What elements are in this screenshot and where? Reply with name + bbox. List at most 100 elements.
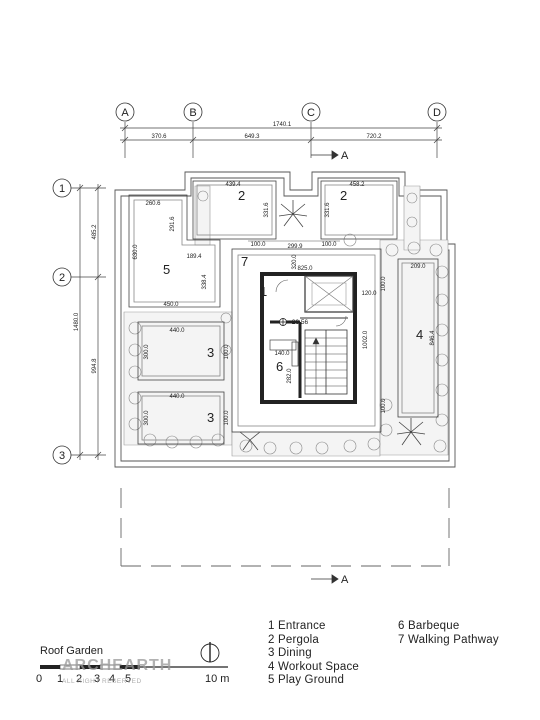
dim-play-a: 291.6 [170, 216, 176, 232]
palm-tree-left [239, 431, 261, 451]
legend-item-barbeque: 6 Barbeque [398, 620, 460, 632]
section-label-top: A [341, 150, 349, 162]
column-bubble-a [115, 102, 135, 122]
dim-play-b: 189.4 [186, 254, 202, 260]
room-label-entrance: 1 [260, 284, 267, 299]
room-label-pergola-left: 2 [238, 188, 245, 203]
section-mark-top [311, 150, 339, 160]
column-bubble-c [301, 102, 321, 122]
section-label-bottom: A [341, 574, 349, 586]
row-bubble-2 [52, 267, 72, 287]
column-bubble-d [427, 102, 447, 122]
watermark-logo: ARCHEARTH [62, 657, 173, 674]
dim-play-h: 630.0 [133, 244, 139, 260]
north-arrow-icon [200, 642, 220, 663]
column-grid [120, 122, 442, 158]
dim-left-total: 1480.0 [74, 312, 80, 331]
palm-tree-bottom [396, 418, 426, 446]
dim-workout-w: 209.0 [410, 264, 426, 270]
dim-dining-h1: 300.0 [144, 344, 150, 360]
dashed-boundary [120, 488, 450, 567]
dim-gap-left: 100.0 [250, 242, 266, 248]
row-label-2: 2 [59, 272, 65, 284]
legend-item-entrance: 1 Entrance [268, 620, 326, 632]
play-ground-frame [128, 194, 221, 308]
column-bubbles: A B C D [115, 102, 447, 122]
legend-item-workout: 4 Workout Space [268, 660, 360, 673]
scale-tick-4: 4 [109, 673, 116, 685]
dim-dining-h2: 300.0 [144, 410, 150, 426]
scale-bar [40, 664, 228, 670]
pergola-frames [192, 180, 398, 240]
dim-left-seg-2: 994.8 [92, 358, 98, 374]
dim-play-w: 450.0 [163, 302, 179, 308]
column-bubble-b [183, 102, 203, 122]
barbeque-unit [269, 339, 299, 367]
scale-tick-2: 2 [76, 673, 83, 685]
column-label-b: B [189, 107, 196, 119]
legend-column-2: 6 Barbeque 7 Walking Pathway [398, 620, 499, 647]
room-label-dining-2: 3 [207, 410, 214, 425]
legend-item-pergola: 2 Pergola [268, 633, 320, 646]
room-label-pergola-right: 2 [340, 188, 347, 203]
dim-pergola-left-h: 331.6 [264, 202, 270, 218]
legend-item-play-ground: 5 Play Ground [268, 674, 345, 687]
dim-play-top: 260.6 [145, 201, 161, 207]
palm-tree-top [278, 200, 308, 228]
dim-dining-side2: 100.0 [224, 410, 230, 426]
dim-dining-side1: 100.0 [224, 344, 230, 360]
column-label-c: C [307, 107, 315, 119]
dim-bbq-h: 282.0 [287, 368, 293, 384]
room-label-workout: 4 [416, 327, 423, 342]
room-label-walking-pathway: 7 [241, 254, 248, 269]
dim-core-h: 320.0 [292, 254, 298, 270]
scale-tick-1: 1 [57, 673, 64, 685]
dim-workout-side: 100.0 [381, 276, 387, 292]
dim-core-inner: 120.0 [361, 291, 377, 297]
scale-tick-5: 5 [125, 673, 132, 685]
room-label-play-ground: 5 [163, 262, 170, 277]
dim-top-seg-2: 649.3 [244, 134, 260, 140]
walking-pathway [231, 248, 382, 433]
planting-beds [123, 185, 449, 457]
dim-workout-h: 846.4 [430, 330, 436, 346]
section-mark-bottom [311, 574, 339, 584]
elevation-marker [279, 318, 287, 326]
dim-left-seg-1: 485.2 [92, 224, 98, 240]
scale-end-label: 10 m [205, 673, 230, 685]
dining-frames [137, 321, 225, 445]
scale-tick-3: 3 [94, 673, 101, 685]
dim-play-c: 338.4 [202, 274, 208, 290]
watermark-rights: ALL RIGHT RESERVED [62, 678, 142, 685]
row-bubbles: 1 2 3 [52, 178, 72, 465]
dim-gap-mid: 299.9 [287, 244, 303, 250]
legend-column-1: 1 Entrance 2 Pergola 3 Dining 4 Workout … [268, 620, 359, 688]
row-label-1: 1 [59, 183, 65, 195]
legend-item-walking-pathway: 7 Walking Pathway [398, 633, 499, 646]
door-swings [275, 279, 347, 327]
dim-dining-w2: 440.0 [169, 394, 185, 400]
dim-core-tall: 1002.0 [363, 330, 369, 349]
column-label-a: A [121, 107, 129, 119]
room-label-barbeque: 6 [276, 359, 283, 374]
dim-workout-side2: 100.0 [381, 398, 387, 414]
elevation-label: +26.56 [288, 319, 308, 326]
dim-pergola-right-h: 331.6 [325, 202, 331, 218]
row-grid [70, 184, 106, 460]
dim-dining-w1: 440.0 [169, 328, 185, 334]
roof-outline [114, 171, 456, 468]
column-label-d: D [433, 107, 441, 119]
dim-bbq-w: 140.0 [274, 351, 290, 357]
row-label-3: 3 [59, 450, 65, 462]
dim-core-w: 825.0 [297, 266, 313, 272]
staircase [304, 329, 348, 395]
dim-gap-right: 100.0 [321, 242, 337, 248]
dim-top-seg-3: 720.2 [366, 134, 382, 140]
workout-frame [397, 258, 439, 418]
dim-top-seg-1: 370.6 [151, 134, 167, 140]
scale-tick-0: 0 [36, 673, 43, 685]
room-label-dining-1: 3 [207, 345, 214, 360]
legend-item-dining: 3 Dining [268, 647, 312, 660]
drawing-caption: Roof Garden [40, 645, 103, 657]
